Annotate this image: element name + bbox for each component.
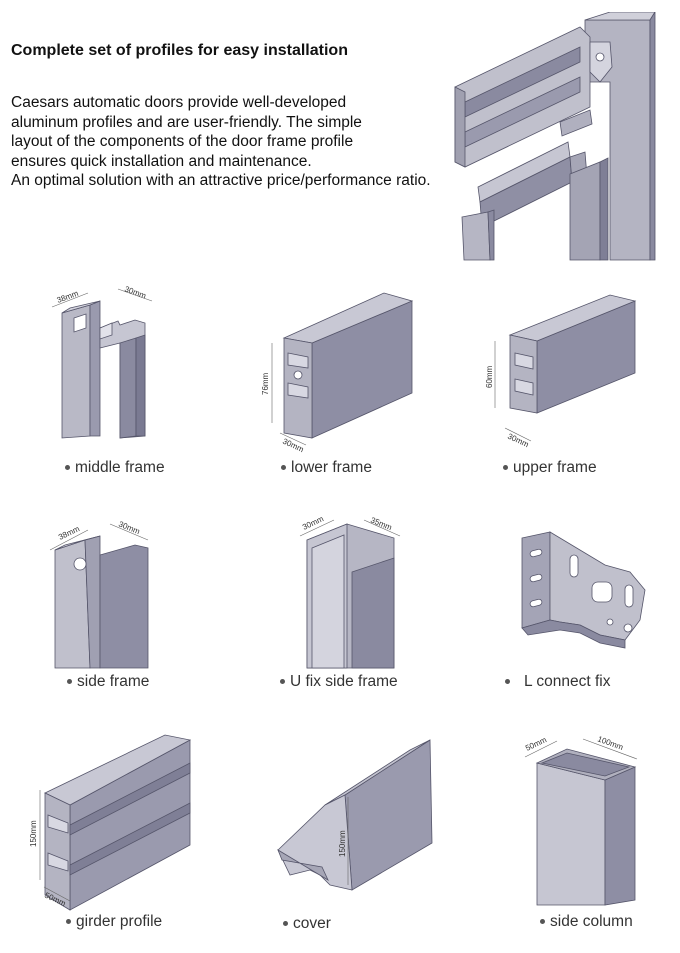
profile-caption: U fix side frame xyxy=(280,673,398,691)
dimension-label: 38mm xyxy=(56,289,80,305)
bullet-icon xyxy=(503,465,508,471)
profile-caption: lower frame xyxy=(281,459,372,477)
dimension-label: 150mm xyxy=(29,820,38,847)
profile-caption: middle frame xyxy=(65,459,165,477)
dimension-label: 30mm xyxy=(117,520,141,537)
page-title: Complete set of profiles for easy instal… xyxy=(11,42,348,59)
intro-line: ensures quick installation and maintenan… xyxy=(11,152,312,170)
profile-middle-frame: 38mm 30mm middle frame xyxy=(40,283,190,483)
profile-caption: cover xyxy=(283,915,331,933)
lower-frame-illustration: 76mm 30mm xyxy=(261,292,414,454)
u-fix-side-frame-illustration: 30mm 35mm xyxy=(299,514,401,669)
intro-line: aluminum profiles and are user-friendly.… xyxy=(11,113,362,131)
intro-text: Caesars automatic doors provide well-dev… xyxy=(11,93,431,191)
profile-side-column: 50mm 100mm side column xyxy=(505,725,665,945)
profile-caption: side frame xyxy=(67,673,149,691)
caption-text: side frame xyxy=(77,673,150,690)
profile-girder-profile: 150mm 50mm girder profile xyxy=(29,734,200,945)
bullet-icon xyxy=(540,919,545,925)
caption-text: middle frame xyxy=(75,459,165,476)
profile-caption: L connect fix xyxy=(505,673,610,691)
door-frame-assembly-illustration xyxy=(454,12,656,261)
dimension-label: 50mm xyxy=(524,735,548,753)
profile-l-connect-fix: L connect fix xyxy=(500,510,660,700)
dimension-label: 30mm xyxy=(123,284,147,300)
profile-cover: 150mm cover xyxy=(270,735,440,945)
dimension-label: 60mm xyxy=(485,365,494,388)
dimension-label: 38mm xyxy=(57,524,81,542)
caption-text: U fix side frame xyxy=(290,673,398,690)
caption-text: L connect fix xyxy=(524,673,611,690)
profile-upper-frame: 60mm 30mm upper frame xyxy=(485,283,645,483)
intro-line: An optimal solution with an attractive p… xyxy=(11,172,431,189)
bullet-icon xyxy=(283,921,288,927)
side-frame-illustration: 38mm 30mm xyxy=(49,520,149,669)
bullet-icon xyxy=(280,679,285,685)
dimension-label: 150mm xyxy=(338,830,347,857)
girder-profile-illustration: 150mm 50mm xyxy=(29,734,192,911)
dimension-label: 35mm xyxy=(369,516,393,533)
bullet-icon xyxy=(67,679,72,685)
caption-text: lower frame xyxy=(291,459,372,476)
bullet-icon xyxy=(281,465,286,471)
cover-illustration: 150mm xyxy=(277,739,433,891)
l-connect-fix-illustration xyxy=(521,531,646,649)
profile-side-frame: 38mm 30mm side frame xyxy=(40,510,190,700)
dimension-label: 30mm xyxy=(301,514,325,532)
profile-caption: girder profile xyxy=(66,913,162,931)
bullet-icon xyxy=(65,465,70,471)
caption-text: upper frame xyxy=(513,459,597,476)
upper-frame-illustration: 60mm 30mm xyxy=(485,294,637,449)
dimension-label: 76mm xyxy=(261,372,270,395)
bullet-icon xyxy=(66,919,71,925)
profile-lower-frame: 76mm 30mm lower frame xyxy=(261,283,422,483)
caption-text: side column xyxy=(550,913,633,930)
middle-frame-illustration: 38mm 30mm xyxy=(51,284,153,439)
profile-u-fix-side-frame: 30mm 35mm U fix side frame xyxy=(272,510,432,700)
caption-text: cover xyxy=(293,915,331,932)
bullet-icon xyxy=(505,679,510,685)
profile-caption: upper frame xyxy=(503,459,597,477)
profile-caption: side column xyxy=(540,913,633,931)
caption-text: girder profile xyxy=(76,913,163,930)
side-column-illustration: 50mm 100mm xyxy=(524,734,638,906)
intro-line: Caesars automatic doors provide well-dev… xyxy=(11,94,347,111)
intro-line: layout of the components of the door fra… xyxy=(11,133,354,150)
